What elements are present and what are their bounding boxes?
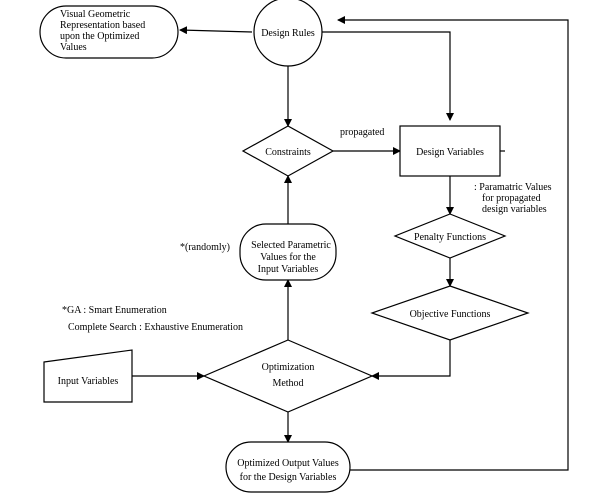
edge-rules-to-design-variables <box>322 31 454 121</box>
node-design-variables: Design Variables <box>399 125 501 177</box>
edge-output-to-rules-feedback <box>337 16 569 471</box>
visual-representation-line-4: Values <box>60 42 87 53</box>
optimization-method-line-2: Method <box>272 378 303 389</box>
annotation-randomly: *(randomly) <box>180 242 230 253</box>
edge-rules-to-visual <box>179 26 253 35</box>
selected-values-line-1: Selected Parametric <box>251 240 331 251</box>
node-penalty-functions: Penalty Functions <box>393 213 507 259</box>
visual-representation-line-1: Visual Geometric <box>60 9 131 20</box>
node-objective-functions: Objective Functions <box>370 285 530 341</box>
design-rules-label: Design Rules <box>261 28 315 39</box>
design-variables-label: Design Variables <box>416 147 484 158</box>
annotation-parametric-values-line-3: design variables <box>482 204 547 215</box>
constraints-label: Constraints <box>265 147 311 158</box>
annotation-parametric-values-line-1: : Paramatric Values <box>474 182 552 193</box>
node-optimization-method: Optimization Method <box>202 339 374 413</box>
edge-objective-to-optimization <box>371 340 451 380</box>
objective-functions-label: Objective Functions <box>410 309 491 320</box>
node-constraints: Constraints <box>241 125 335 177</box>
node-input-variables: Input Variables <box>43 349 133 403</box>
node-design-rules: Design Rules <box>253 0 323 67</box>
node-optimized-output: Optimized Output Values for the Design V… <box>225 441 351 493</box>
annotation-propagated: propagated <box>340 127 384 138</box>
optimization-method-line-1: Optimization <box>262 362 315 373</box>
selected-values-line-3: Input Variables <box>258 264 319 275</box>
visual-representation-line-3: upon the Optimized <box>60 31 139 42</box>
optimized-output-line-2: for the Design Variables <box>240 472 337 483</box>
node-selected-values: Selected Parametric Values for the Input… <box>239 223 337 281</box>
penalty-functions-label: Penalty Functions <box>414 232 486 243</box>
annotation-complete-search: Complete Search : Exhaustive Enumeration <box>68 322 243 333</box>
annotation-parametric-values-line-2: for propagated <box>482 193 541 204</box>
optimized-output-line-1: Optimized Output Values <box>237 458 339 469</box>
annotation-ga: *GA : Smart Enumeration <box>62 305 167 316</box>
input-variables-label: Input Variables <box>58 376 119 387</box>
node-visual-representation: Visual Geometric Representation based up… <box>39 5 179 59</box>
visual-representation-line-2: Representation based <box>60 20 145 31</box>
selected-values-line-2: Values for the <box>260 252 316 263</box>
